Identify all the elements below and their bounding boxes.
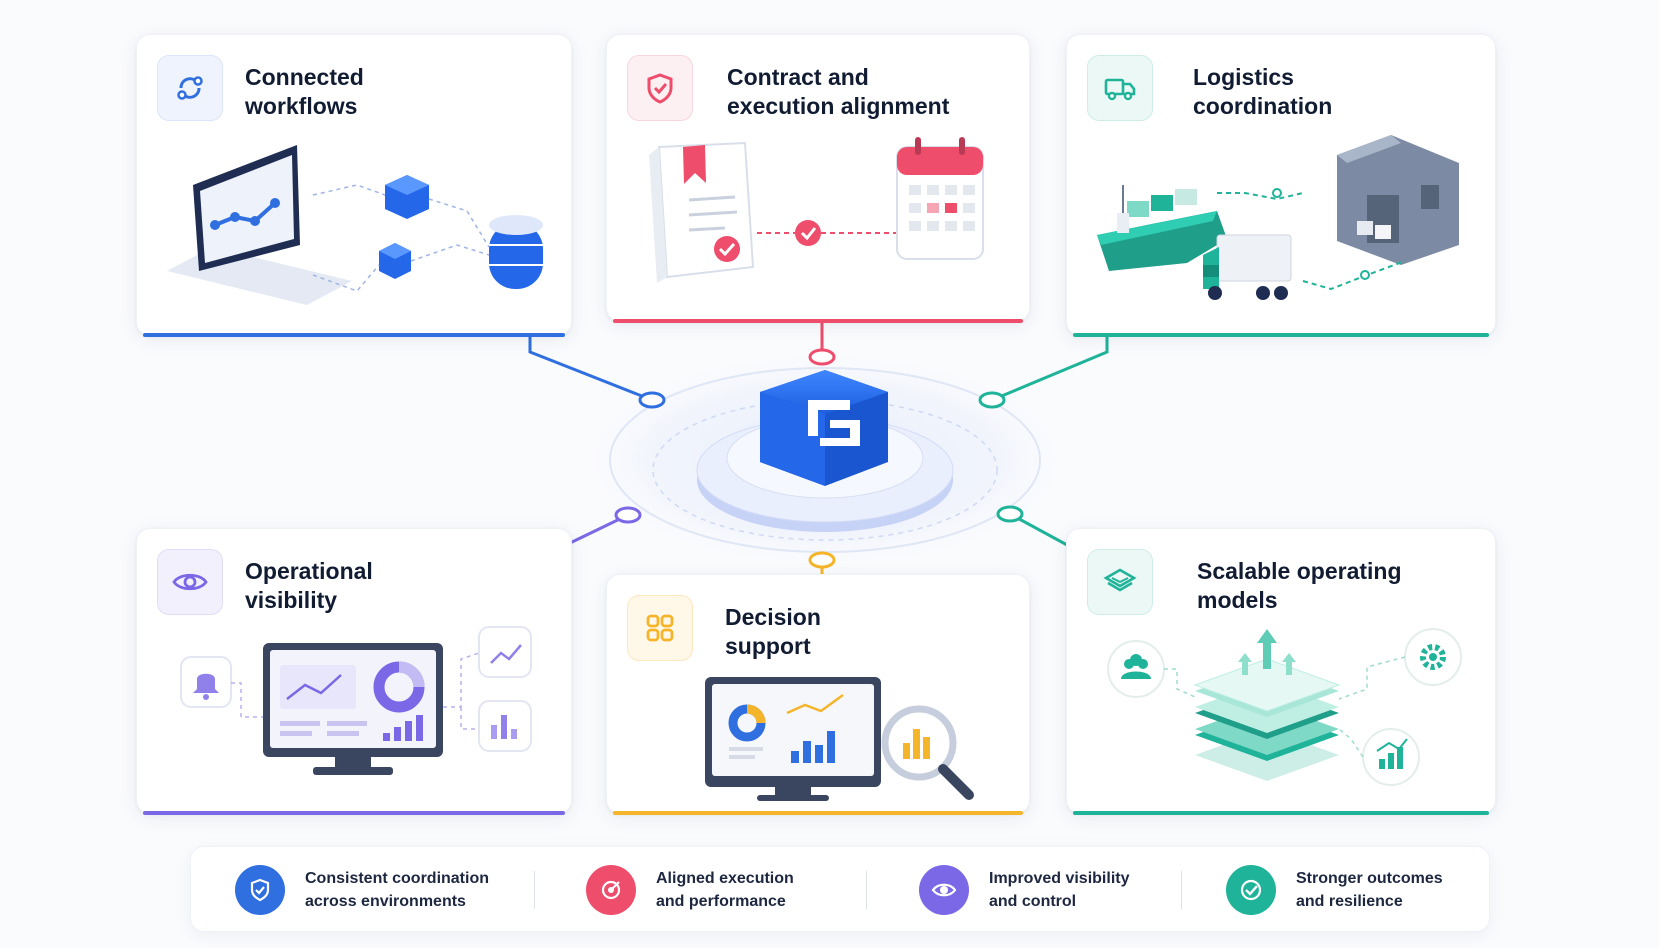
eye-icon: [172, 573, 208, 591]
sync-icon: [177, 76, 203, 100]
workflow-illustration: [167, 145, 543, 305]
card-scalable-models: Scalable operating models: [1066, 528, 1496, 815]
card-accent: [143, 333, 565, 337]
card-accent: [1073, 811, 1489, 815]
hub-cube: [760, 370, 888, 486]
icon-box-decision: [627, 595, 693, 661]
card-title: Contract and execution alignment: [727, 64, 950, 119]
scalable-illustration: [1107, 628, 1462, 786]
card-accent: [1073, 333, 1489, 337]
icon-box-visibility: [157, 549, 223, 615]
node-blue: [638, 391, 666, 409]
card-accent: [143, 811, 565, 815]
node-teal: [978, 391, 1006, 409]
icon-box-scalable: [1087, 549, 1153, 615]
shield-icon: [235, 865, 285, 915]
eye-icon: [919, 865, 969, 915]
card-title: Scalable operating models: [1197, 558, 1402, 613]
icon-box-logistics: [1087, 55, 1153, 121]
card-contract-alignment: Contract and execution alignment: [606, 34, 1030, 323]
decision-illustration: [705, 677, 974, 801]
card-title: Connected workflows: [245, 64, 364, 119]
node-red: [808, 348, 836, 366]
card-title: Logistics coordination: [1193, 64, 1333, 119]
node-yellow: [808, 551, 836, 569]
check-icon: [1226, 865, 1276, 915]
grid-icon: [646, 614, 674, 642]
card-operational-visibility: Operational visibility: [136, 528, 572, 815]
divider: [866, 871, 867, 909]
divider: [1181, 871, 1182, 909]
truck-icon: [1104, 78, 1136, 101]
target-icon: [586, 865, 636, 915]
contract-illustration: [649, 137, 984, 283]
layers-icon: [1103, 568, 1137, 592]
card-decision-support: Decision support: [606, 574, 1030, 815]
logistics-illustration: [1097, 135, 1459, 300]
shield-check-icon: [647, 73, 673, 104]
visibility-illustration: [180, 626, 532, 775]
icon-box-contract: [627, 55, 693, 121]
card-connected-workflows: Connected workflows: [136, 34, 572, 337]
divider: [534, 871, 535, 909]
card-accent: [613, 319, 1023, 323]
card-logistics: Logistics coordination: [1066, 34, 1496, 337]
card-accent: [613, 811, 1023, 815]
icon-box-connected: [157, 55, 223, 121]
node-purple: [614, 506, 642, 524]
card-title: Operational visibility: [245, 558, 373, 613]
card-title: Decision support: [725, 604, 821, 659]
node-teal-2: [996, 505, 1024, 523]
